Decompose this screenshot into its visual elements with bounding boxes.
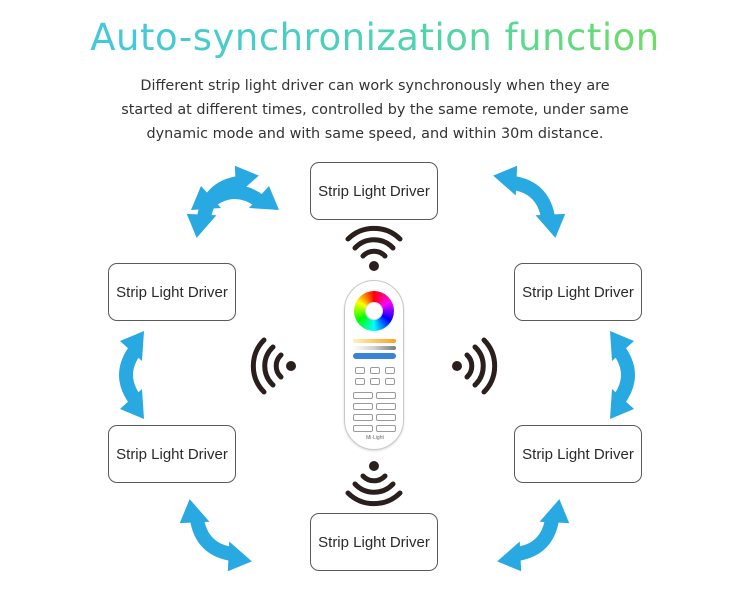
remote-brand: Mi·Light: [366, 435, 384, 441]
remote-button: [376, 414, 396, 421]
remote-button: [376, 392, 396, 399]
driver-node-right-upper: Strip Light Driver: [514, 263, 642, 321]
remote-button: [353, 403, 373, 410]
remote-control-icon: Mi·Light: [344, 280, 404, 450]
remote-button: [355, 367, 365, 374]
driver-node-top: Strip Light Driver: [310, 162, 438, 220]
driver-node-left-lower: Strip Light Driver: [108, 425, 236, 483]
remote-button: [385, 378, 395, 385]
driver-node-bottom: Strip Light Driver: [310, 513, 438, 571]
wifi-signal-icon-up: [348, 228, 400, 271]
remote-button: [355, 378, 365, 385]
color-temp-strip: [353, 339, 396, 343]
description-line-1: Different strip light driver can work sy…: [140, 78, 610, 94]
page-title: Auto-synchronization function: [0, 14, 750, 62]
wifi-signal-icon-down: [348, 461, 400, 504]
description-line-2: started at different times, controlled b…: [121, 102, 629, 118]
description: Different strip light driver can work sy…: [100, 74, 650, 146]
remote-button: [370, 378, 380, 385]
driver-node-left-upper: Strip Light Driver: [108, 263, 236, 321]
remote-button: [353, 425, 373, 432]
color-wheel: [354, 291, 394, 331]
wifi-signal-icon-right: [452, 340, 495, 392]
remote-button: [376, 425, 396, 432]
remote-button: [370, 367, 380, 374]
color-wheel-center: [365, 302, 383, 320]
speed-bar: [353, 353, 396, 359]
brightness-strip: [353, 346, 396, 350]
remote-button: [353, 392, 373, 399]
remote-button: [376, 403, 396, 410]
wifi-signal-icon-left: [253, 340, 296, 392]
remote-button: [385, 367, 395, 374]
description-line-3: dynamic mode and with same speed, and wi…: [146, 126, 604, 142]
driver-node-right-lower: Strip Light Driver: [514, 425, 642, 483]
remote-button: [353, 414, 373, 421]
